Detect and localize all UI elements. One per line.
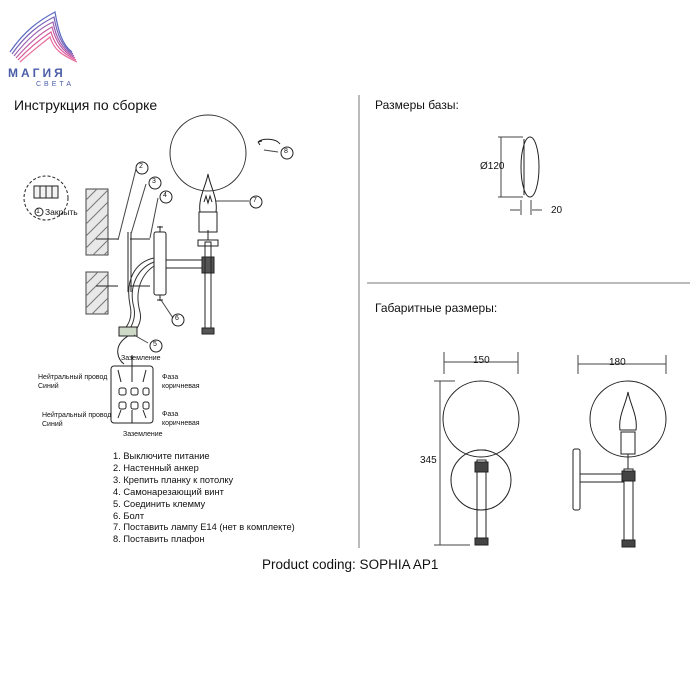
logo-waves-icon [9,11,78,63]
front-dimension-lines [434,352,519,546]
neutral-label-2: Нейтральный провод [42,412,112,419]
wall-anchor [96,238,118,287]
rotate-arrow-icon [257,138,281,146]
phase-color-2: коричневая [162,420,200,427]
dimension-lines [498,136,542,215]
close-label: Закрыть [45,207,78,217]
ground-label-top: Заземление [121,355,161,362]
base-diameter-label: Ø120 [480,161,505,172]
step-item: 1. Выключите питание [113,451,210,461]
glass-globe [169,114,247,192]
side-width-label: 180 [609,357,626,368]
assembly-steps: 1. Выключите питание 2. Настенный анкер … [113,451,295,546]
overall-dimensions-title: Габаритные размеры: [375,301,498,315]
assembly-drawing [23,114,294,424]
neutral-color-1: Синий [38,383,59,390]
step-item: 5. Соединить клемму [113,498,206,509]
close-callout-number: 1 [36,208,40,215]
step-item: 2. Настенный анкер [113,462,199,473]
mounting-plate [127,232,150,292]
callout-5: 5 [153,341,157,348]
callout-8: 8 [284,148,288,155]
panel-dividers [358,95,690,548]
wiring-schematic [110,335,154,424]
lamp-arm [166,230,219,335]
front-view-drawing [434,352,520,546]
wall-hatch [85,188,109,315]
callout-7: 7 [253,197,257,204]
ground-label-bottom: Заземление [123,431,163,438]
base-ellipse [520,136,540,198]
callout-4: 4 [163,192,167,199]
callout-6: 6 [175,315,179,322]
front-width-label: 150 [473,355,490,366]
logo-name: МАГИЯ [8,66,66,80]
step-item: 6. Болт [113,510,145,521]
height-label: 345 [420,455,437,466]
callout-leaders [117,149,279,344]
base-dimensions-title: Размеры базы: [375,98,459,112]
neutral-color-2: Синий [42,421,63,428]
step-item: 7. Поставить лампу E14 (нет в комплекте) [113,522,295,533]
logo-subtitle: СВЕТА [36,81,75,88]
phase-label-2: Фаза [162,411,179,418]
step-item: 3. Крепить планку к потолку [113,474,234,485]
step-item: 8. Поставить плафон [113,534,205,545]
assembly-title: Инструкция по сборке [14,97,158,113]
base-dimension-drawing [498,136,542,215]
terminal-block-icon [23,175,69,221]
side-dimension-lines [577,355,667,374]
wall-base [153,226,167,301]
callout-2: 2 [139,163,143,170]
lamp-bulb [198,173,218,233]
step-item: 4. Самонарезающий винт [113,486,224,497]
base-depth-label: 20 [551,205,563,216]
phase-label-1: Фаза [162,374,179,381]
product-coding: Product coding: SOPHIA AP1 [262,557,439,572]
neutral-label-1: Нейтральный провод [38,374,108,381]
phase-color-1: коричневая [162,383,200,390]
side-view-drawing [572,355,667,548]
callout-circles [135,146,294,353]
callout-3: 3 [152,178,156,185]
